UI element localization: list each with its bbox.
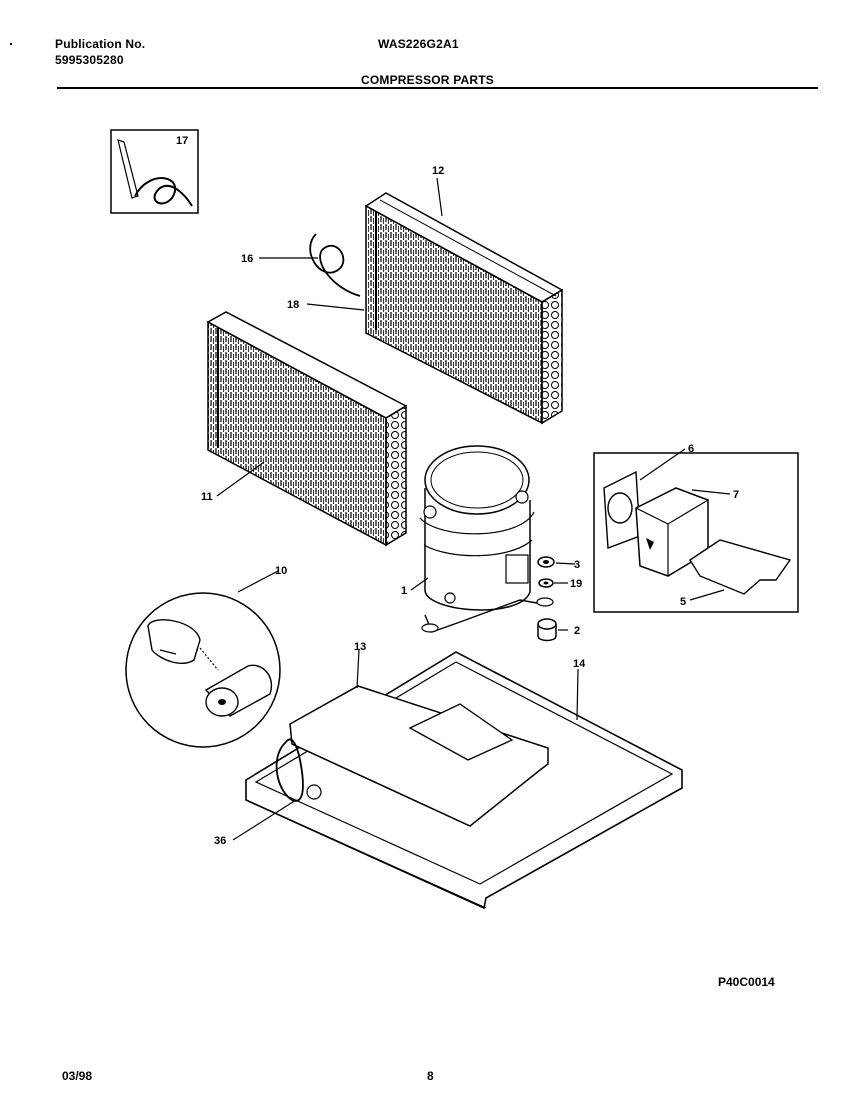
callout-6: 6 (688, 443, 694, 455)
callout-36: 36 (214, 835, 226, 847)
callout-10: 10 (275, 565, 287, 577)
callout-17: 17 (176, 135, 188, 147)
evaporator-coil (206, 311, 408, 547)
callout-19: 19 (570, 578, 582, 590)
mount-part-2 (537, 618, 557, 642)
condenser-coil (364, 192, 564, 425)
scan-mark (10, 43, 12, 45)
partition-plate-13 (289, 685, 549, 827)
callout-7: 7 (733, 489, 739, 501)
header-rule (57, 87, 818, 89)
callout-13: 13 (354, 641, 366, 653)
model-number: WAS226G2A1 (378, 37, 459, 51)
callout-numbers: 17 12 16 18 11 1 3 19 2 10 13 14 36 6 7 … (176, 135, 739, 847)
bracket-part-36 (275, 738, 304, 802)
section-title: COMPRESSOR PARTS (361, 73, 494, 87)
callout-12: 12 (432, 165, 444, 177)
publication-label: Publication No. (55, 37, 146, 51)
callout-16: 16 (241, 253, 253, 265)
grommet-part-3 (537, 556, 555, 568)
callout-5: 5 (680, 596, 686, 608)
leader-lines (216, 177, 731, 841)
callout-3: 3 (574, 559, 580, 571)
page-number: 8 (427, 1069, 434, 1083)
callout-11: 11 (201, 491, 213, 503)
compressor (419, 445, 554, 633)
callout-18: 18 (287, 299, 299, 311)
callout-2: 2 (574, 625, 580, 637)
overload-detail (125, 592, 281, 748)
publication-date: 03/98 (62, 1069, 93, 1083)
capillary-tube-inset (110, 129, 199, 214)
callout-1: 1 (401, 585, 407, 597)
publication-number: 5995305280 (55, 53, 124, 67)
terminal-cover-inset (593, 452, 799, 613)
drawing-code: P40C0014 (718, 975, 775, 989)
tubing-part-16 (309, 233, 361, 297)
washer-part-19 (538, 578, 554, 588)
callout-14: 14 (573, 658, 586, 670)
